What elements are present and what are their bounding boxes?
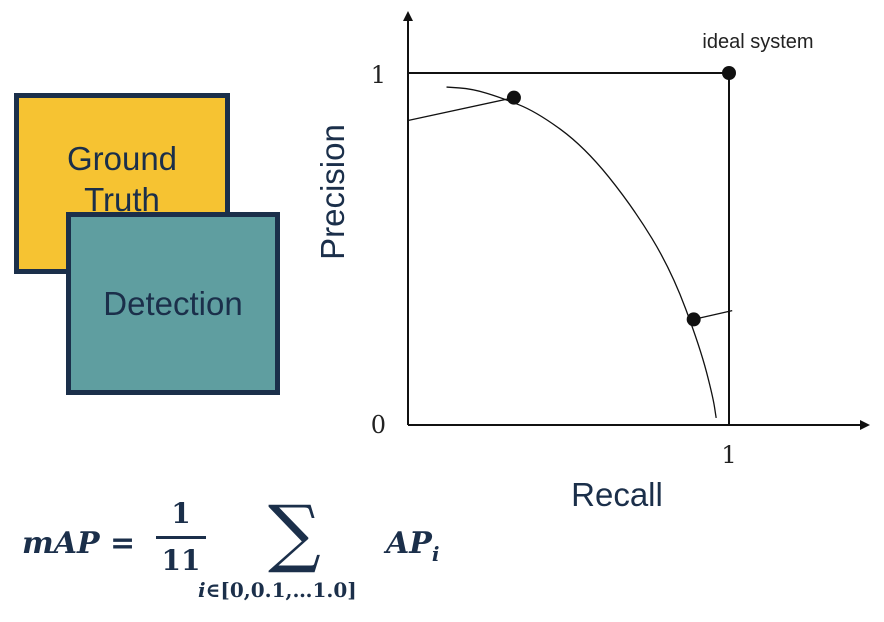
fraction-bar [156, 536, 206, 539]
curve-point-1 [506, 90, 521, 105]
formula-denominator: 11 [161, 544, 201, 577]
summation-range: [0,0.1,…1.0] [220, 578, 357, 602]
y-tick-label: 1 [371, 61, 386, 89]
ground-truth-label-line2: Truth [84, 180, 160, 218]
ground-truth-label: Ground Truth [67, 138, 177, 220]
tangent-line-1 [407, 97, 515, 122]
formula-term-ap: AP [386, 526, 432, 561]
formula-lhs: mAP = [22, 526, 136, 561]
detection-box: Detection [66, 212, 280, 395]
summation-subscript: i∈[0,0.1,…1.0] [198, 578, 357, 602]
ground-truth-label-line1: Ground [66, 139, 178, 177]
formula-term: APi [386, 526, 439, 566]
x-tick-label: 1 [721, 441, 736, 469]
y-axis-label: Precision [314, 124, 351, 260]
summation-index: i∈ [198, 578, 221, 602]
ideal-system-annotation: ideal system [702, 31, 813, 53]
detection-label: Detection [103, 284, 243, 322]
map-formula: mAP = 1 11 ∑ i∈[0,0.1,…1.0] APi [22, 490, 462, 616]
formula-numerator: 1 [171, 497, 191, 530]
curve-point-2 [686, 312, 701, 327]
precision-recall-curve [446, 86, 717, 419]
formula-term-subscript: i [431, 542, 440, 566]
summation-symbol: ∑ [268, 490, 321, 576]
formula-fraction: 1 11 [156, 496, 206, 579]
y-tick-label: 0 [371, 411, 386, 439]
curve-point-3 [722, 66, 736, 80]
x-axis-label: Recall [571, 476, 663, 513]
